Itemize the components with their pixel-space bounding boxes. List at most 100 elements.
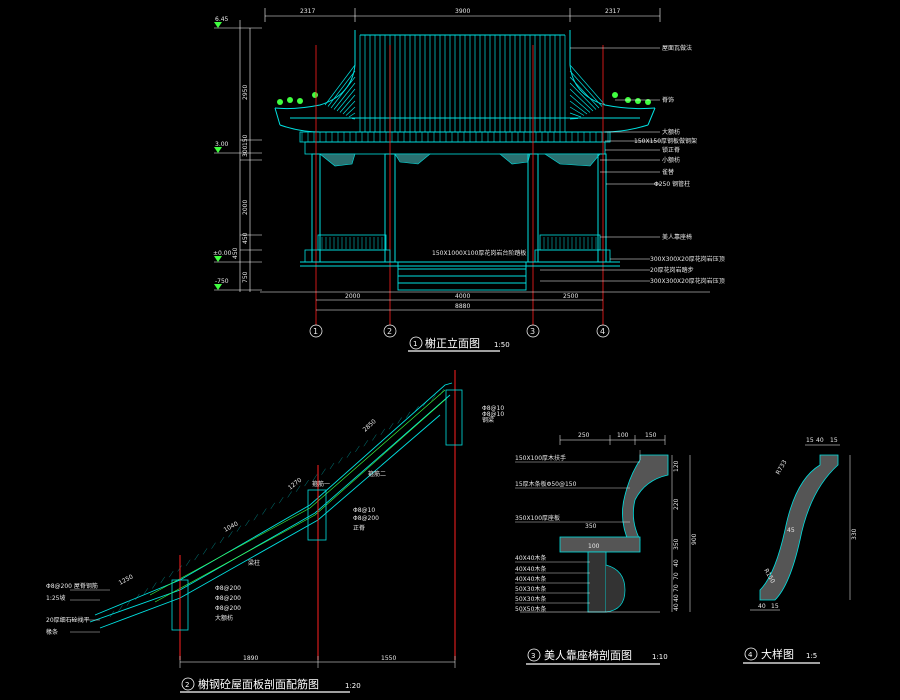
slab-dim-2: 1040 [223,520,240,533]
bench-dim-70b: 70 [673,584,680,592]
bench-dim-40: 40 [673,559,680,567]
elevation-leaders [540,47,660,282]
axis-lines [315,45,604,325]
label-rebar-5: Φ8@10 [353,507,375,514]
slab-dim-1: 1250 [118,573,135,586]
axis-label-3: 3 [530,327,535,336]
section-bottom-dimension [179,656,456,668]
slab-hatch-line [126,599,132,606]
label-stirrup-1: 箍筋一 [312,480,330,488]
bench-dim-120: 120 [673,460,680,472]
callout-beam: 大额枋 [662,128,680,136]
section-leaders [70,589,110,633]
label-rebar-3: Φ8@10 [482,405,504,412]
slab-hatch-line [228,531,233,538]
label-rebar-2: Φ8@200 [353,515,379,522]
slab-hatch-line [414,405,419,413]
total-dim: 8880 [455,303,470,310]
level-mark-icon [214,22,222,28]
slab-hatch-line [194,553,199,561]
slab-hatch-line [219,536,225,544]
slab-hatch-line [329,462,335,470]
bench-dim-40b: 40 [673,594,680,602]
bench-label-armrest: 150X100厚木扶手 [515,454,566,462]
roof-tile-line [324,64,356,106]
detail-dim-40b: 40 [758,603,766,610]
label-big-beam: 大额枋 [215,614,233,622]
elevation-view: 2317 3900 2317 6.45 3.00 ±0.00 -750 2950… [213,8,725,352]
bottom-dim-1: 2000 [345,293,360,300]
title-number-2: 2 [185,681,189,689]
roof-section-title: 2 榭钢砼屋面板剖面配筋图 1:20 [180,677,361,693]
slab-hatch-line [397,417,402,424]
detail-view: 15 40 15 R733 R150 45 330 40 15 4 大样图 1:… [743,437,858,664]
elevation-top-dimension [264,8,661,22]
level-minus-750: -750 [215,278,229,285]
roof-tile-line [569,88,594,112]
slab-hatch-line [296,485,301,492]
bench-label-wood-1: 40X40木条 [515,554,546,562]
roof-tile-line [569,94,591,113]
left-dim-450: 450 [242,232,249,244]
roof-tile-line [327,70,356,107]
detail-r733: R733 [775,459,789,476]
top-dim-3: 2317 [605,8,620,15]
callout-steel: 150X150厚钢板做钢架 [634,137,697,145]
slab-hatch-line [118,605,123,612]
slab-hatch-line [236,525,242,532]
left-dim-300: 300 [242,145,249,157]
slab-hatch-line [422,400,428,407]
bench-label-wood-2: 40X40木条 [515,565,546,573]
detail-dim-45: 45 [787,527,795,534]
bench-dim-350: 350 [673,538,680,550]
slab-hatch-line [389,423,394,430]
callout-small-beam: 小额枋 [662,156,680,164]
slab-dim-3: 1270 [287,477,303,492]
que-ti-brackets [319,153,601,167]
slab-hatch-line [245,519,250,527]
bench-dim-40c: 40 [673,603,680,611]
roof-tile-line [569,100,588,115]
roof-section-title-text: 榭钢砼屋面板剖面配筋图 [198,677,319,691]
axis-bubbles [309,324,610,338]
bench-label-wood-6: 50X50木条 [515,605,546,613]
level-mark-icon [214,256,222,262]
slab-hatch-line [211,542,216,549]
bench-seat [559,536,641,553]
title-number-1: 1 [413,340,417,348]
slab-hatch-line [135,593,140,601]
roof-slab-hatch [109,388,445,618]
left-dim-2000: 2000 [242,200,249,215]
elevation-title: 1 榭正立面图 1:50 [408,336,510,352]
slab-hatch-line [312,474,318,481]
bench-mid-dim-1: 350 [585,523,597,530]
bench-support [587,551,607,613]
bench-label-seat: 350X100厚座板 [515,514,560,522]
roof-tile-line [569,112,582,118]
roof-tile-line [351,118,356,120]
bench-top-dim-3: 150 [645,432,657,439]
callout-step: 20厚花岗岩踏步 [650,266,694,274]
bench-mid-dim-2: 100 [588,543,600,550]
label-stirrup-2: 箍筋二 [368,470,386,478]
backrest-curve [622,454,669,546]
label-beam-column: 梁柱 [248,559,260,567]
label-rafter: 椽条 [46,628,58,636]
section-beams [179,370,456,660]
roof-tile-line [569,106,585,116]
detail-dim-15a: 15 [806,437,814,444]
callout-bench: 美人靠座椅 [662,233,692,241]
callout-queti: 雀替 [662,168,674,176]
roof-tile-line [330,76,356,109]
detail-dimensions [750,444,851,611]
roof-tile-line [569,70,603,107]
roof [274,30,656,133]
columns [311,153,607,263]
bench-label-wood-5: 50X30木条 [515,595,546,603]
callout-column: Φ250 钢管柱 [654,180,690,188]
detail-dim-15c: 15 [771,603,779,610]
bench-section-scale: 1:10 [652,653,668,661]
elevation-left-dimension [214,20,262,292]
slab-hatch-line [431,394,436,401]
railing-slats [321,237,597,249]
